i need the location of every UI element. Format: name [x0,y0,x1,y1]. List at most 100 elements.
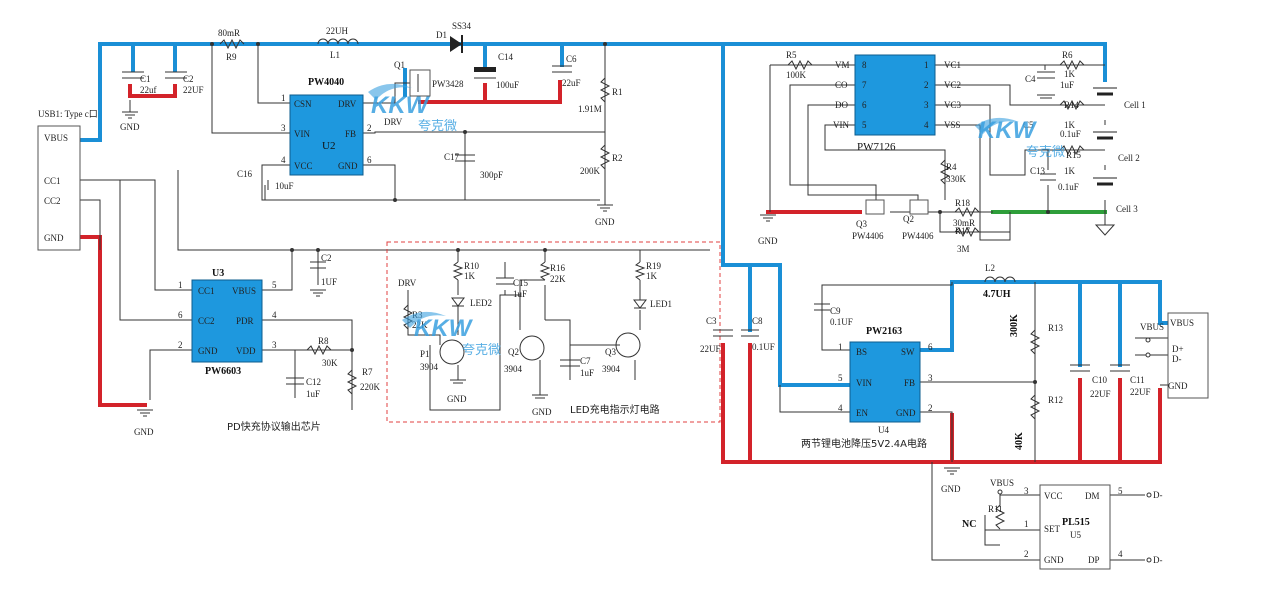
watermark-text-1: 夸克微 [418,119,457,134]
r9-value: 80mR [218,28,240,38]
pw7126-pin-num-1: 1 [924,60,929,70]
usbout-pin-dp: D+ [1172,344,1184,354]
r11-ref: R11 [988,504,1003,514]
input-caps: C1 22uf C2 22UF GND [120,71,204,132]
pw7126-pin-num-6: 6 [862,100,867,110]
q1-ref: Q1 [394,60,405,70]
u3-pin-cc2: CC2 [198,316,215,326]
q3-ref: Q3 [856,219,867,229]
c9-ref: C9 [830,306,841,316]
battery-cells: R6 1K C4 1uF R14 1K C5 0.1uF R15 1K C13 … [1023,50,1146,236]
u5-pin-dm: DM [1085,491,1100,501]
u5-vbus-tag: VBUS [990,478,1014,488]
c4-ref: C4 [1025,74,1036,84]
u4-pin-bs: BS [856,347,867,357]
c13-value: 0.1uF [1058,182,1079,192]
c2-ref: C2 [183,74,194,84]
u2-ref: U2 [322,140,335,152]
u5-ref: U5 [1070,530,1081,540]
r5-ref: R5 [786,50,797,60]
usbout-pin-gnd: GND [1168,381,1188,391]
gnd-label-5: GND [532,407,552,417]
c6-ref: C6 [566,54,577,64]
u4-pin-num-5: 5 [838,373,843,383]
pw7126-part: PW7126 [857,141,896,153]
q2b-ref: Q2 [508,347,519,357]
led1-label: LED1 [650,299,672,309]
r16-ref: R16 [550,263,566,273]
boost-output-parts: Q1 PW3428 DRV C14 100uF C6 22uF R1 1.91M… [237,52,623,227]
u4-part: PW2163 [866,326,902,337]
usb1-pin-vbus: VBUS [44,133,68,143]
c13-ref: C13 [1030,166,1046,176]
c17-ref: C17 [444,152,460,162]
c12-value: 1uF [306,389,320,399]
u5-pin-dp: DP [1088,555,1100,565]
cell3-label: Cell 3 [1116,204,1138,214]
pw7126-pin-vss: VSS [944,120,961,130]
u3-pin-num-3: 3 [272,340,277,350]
c3-value: 22UF [700,344,721,354]
r17-ref: R17 [955,226,971,236]
u5-out-dp: D- [1153,555,1163,565]
wiring [80,44,1168,561]
r7-ref: R7 [362,367,373,377]
watermark-logo-3: KKW [978,117,1038,144]
r15-value: 1K [1064,166,1076,176]
u5-pin-gnd: GND [1044,555,1064,565]
c1-ref: C1 [140,74,151,84]
gnd-label-7: GND [941,484,961,494]
c5-ref: C5 [1023,120,1034,130]
u2-pin-vin: VIN [294,129,310,139]
usb1-connector: USB1: Type c口 VBUS CC1 CC2 GND [37,109,98,251]
junction-dots [210,42,1050,384]
u4-pw2163: PW2163 U4 BS VIN EN SW FB GND 1 5 4 6 3 … [700,263,1151,494]
u2-pin-vcc: VCC [294,161,313,171]
c9-value: 0.1UF [830,317,853,327]
u4-pin-gnd: GND [896,408,916,418]
r1-value: 1.91M [578,104,602,114]
usb-output-connector: VBUS D+ D- GND VBUS [1140,312,1209,399]
u3-pin-num-1: 1 [178,280,183,290]
caption-buck: 两节锂电池降压5V2.4A电路 [801,437,927,450]
pw7126-pin-vin: VIN [833,120,849,130]
u4-pin-num-6: 6 [928,342,933,352]
r13-value: 300K [1009,314,1020,337]
c15-ref: C15 [513,278,529,288]
u5-pin-num-3: 3 [1024,486,1029,496]
pw7126-pin-vc2: VC2 [944,80,961,90]
r3-value: 22K [412,320,428,330]
pw7126-pin-num-5: 5 [862,120,867,130]
q2-value: PW4406 [902,231,934,241]
c8-ref: C8 [752,316,763,326]
c7-value: 1uF [580,368,594,378]
cell2-label: Cell 2 [1118,153,1140,163]
top-rail-parts: 80mR R9 22UH L1 D1 SS34 [218,21,472,62]
r5-value: 100K [786,70,807,80]
u3-pin-num-4: 4 [272,310,277,320]
blue-nets [78,42,1170,387]
c2b-ref: C2 [321,253,332,263]
watermark-2: KKW 夸克微 [402,311,501,358]
u5-pin-vcc: VCC [1044,491,1063,501]
u2-pin-num-1: 1 [281,93,286,103]
gnd-label-1: GND [120,122,140,132]
led-circuit: R10 1K LED2 C15 1uF R16 22K R19 1K LED1 … [386,241,721,423]
nc-label: NC [962,519,976,530]
u5-pin-num-2: 2 [1024,549,1029,559]
u3-pw6603: U3 PW6603 CC1 CC2 GND VBUS PDR VDD 1 6 2… [134,253,381,437]
u3-ref: U3 [212,268,224,279]
u3-pin-num-2: 2 [178,340,183,350]
u4-pin-vin: VIN [856,378,872,388]
u2-part: PW4040 [308,77,344,88]
r16-value: 22K [550,274,566,284]
gnd-label-4: GND [447,394,467,404]
led2-label: LED2 [470,298,492,308]
gnd-label-3: GND [134,427,154,437]
u3-pin-gnd: GND [198,346,218,356]
c16-ref: C16 [237,169,253,179]
l1-value: 22UH [326,26,348,36]
u4-pin-num-1: 1 [838,342,843,352]
q3-value: PW4406 [852,231,884,241]
